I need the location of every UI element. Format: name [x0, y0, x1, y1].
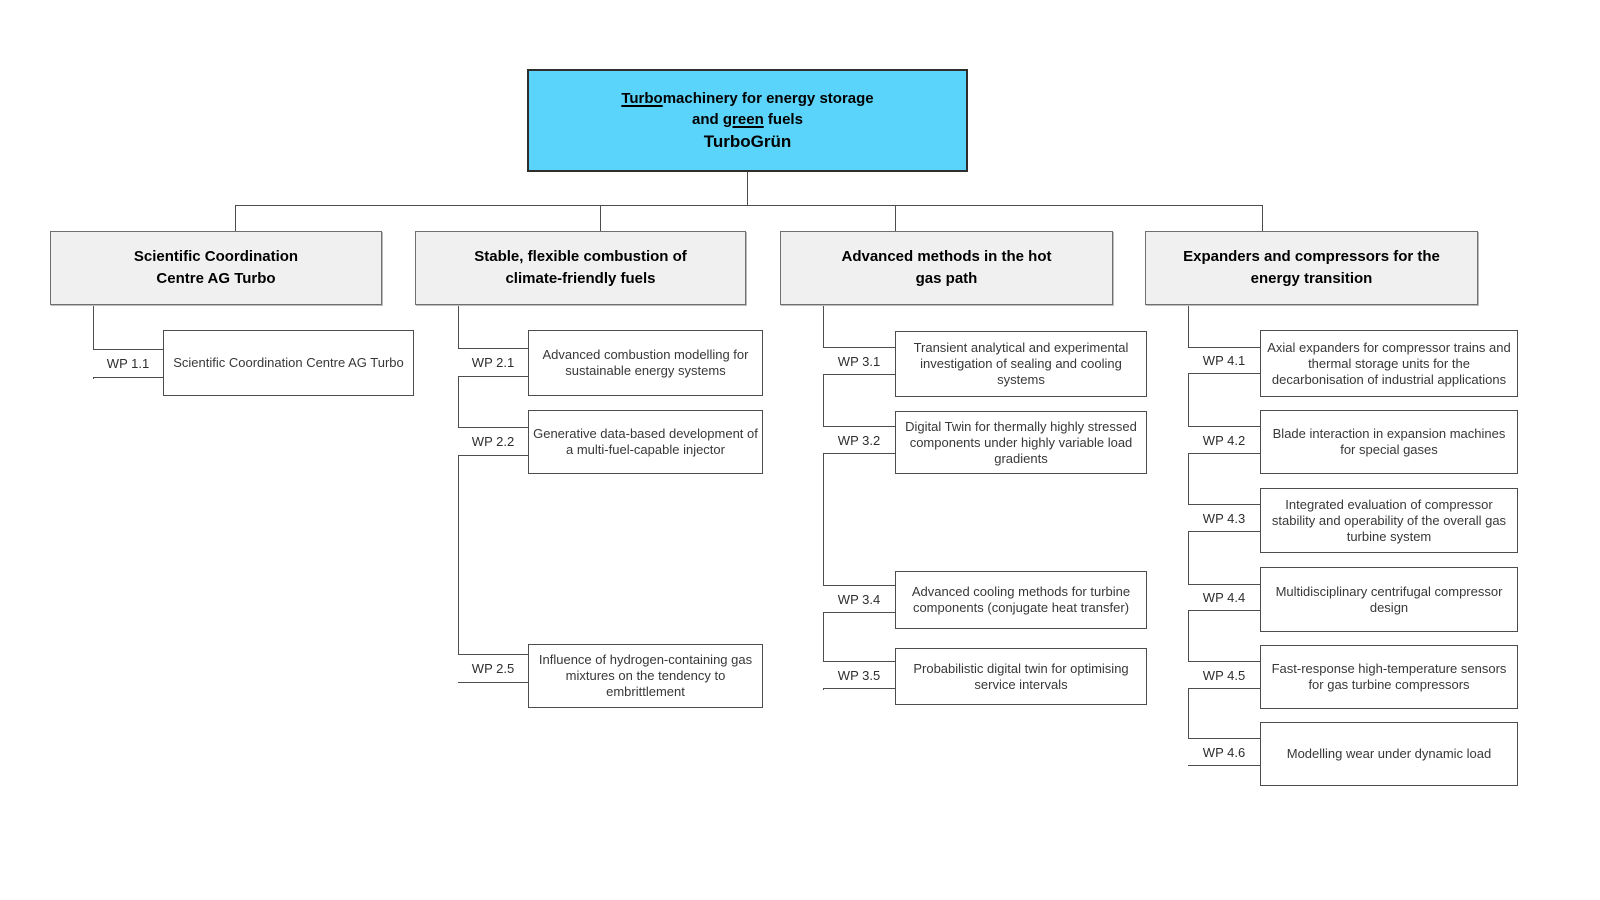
branch-header-hot-gas-path: Advanced methods in the hot gas path [780, 231, 1113, 305]
root-acronym: TurboGrün [703, 131, 792, 151]
wp-tag-2-1: WP 2.1 [458, 348, 528, 377]
wp-tag-4-6: WP 4.6 [1188, 738, 1260, 766]
wp-box-4-3: Integrated evaluation of compressor stab… [1260, 488, 1518, 553]
branch-header-scientific-coordination: Scientific Coordination Centre AG Turbo [50, 231, 382, 305]
root-title-underlined-turbo: Turbo [621, 89, 663, 107]
wp-box-3-4: Advanced cooling methods for turbine com… [895, 571, 1147, 629]
trunk-branch-4 [1188, 305, 1189, 766]
connector-drop-branch-3 [895, 205, 896, 232]
wp-tag-4-1: WP 4.1 [1188, 347, 1260, 374]
wp-tag-4-4: WP 4.4 [1188, 584, 1260, 611]
branch-header-expanders-compressors: Expanders and compressors for the energy… [1145, 231, 1478, 305]
connector-drop-branch-4 [1262, 205, 1263, 232]
root-node: Turbomachinery for energy storage and gr… [527, 69, 968, 172]
connector-horizontal [235, 205, 1263, 206]
wp-box-3-1: Transient analytical and experimental in… [895, 331, 1147, 397]
wp-tag-1-1: WP 1.1 [93, 349, 163, 378]
wp-tag-3-4: WP 3.4 [823, 585, 895, 613]
branch-header-combustion: Stable, flexible combustion of climate-f… [415, 231, 746, 305]
wp-box-4-4: Multidisciplinary centrifugal compressor… [1260, 567, 1518, 632]
wp-tag-2-5: WP 2.5 [458, 654, 528, 683]
root-title-line-2-pre: and [692, 110, 723, 128]
trunk-branch-2 [458, 305, 459, 683]
wp-tag-3-1: WP 3.1 [823, 347, 895, 375]
trunk-branch-1 [93, 305, 94, 379]
wp-box-4-5: Fast-response high-temperature sensors f… [1260, 645, 1518, 709]
wp-box-2-2: Generative data-based development of a m… [528, 410, 763, 474]
trunk-branch-3 [823, 305, 824, 690]
root-title-line-1: Turbomachinery for energy storage [621, 88, 873, 109]
connector-drop-branch-2 [600, 205, 601, 232]
wp-tag-4-5: WP 4.5 [1188, 661, 1260, 689]
wp-tag-3-2: WP 3.2 [823, 426, 895, 454]
wp-tag-3-5: WP 3.5 [823, 661, 895, 689]
connector-drop-branch-1 [235, 205, 236, 232]
wp-box-1-1: Scientific Coordination Centre AG Turbo [163, 330, 414, 396]
wp-box-3-5: Probabilistic digital twin for optimisin… [895, 648, 1147, 705]
root-title-line-2: and green fuels [692, 109, 803, 130]
wp-box-4-6: Modelling wear under dynamic load [1260, 722, 1518, 786]
root-title-underlined-green: green [722, 110, 764, 128]
wp-box-3-2: Digital Twin for thermally highly stress… [895, 411, 1147, 474]
wp-tag-2-2: WP 2.2 [458, 427, 528, 456]
connector-root-stub [747, 172, 748, 206]
wp-tag-4-3: WP 4.3 [1188, 504, 1260, 532]
root-title-line-2-post: fuels [763, 110, 803, 128]
wp-tag-4-2: WP 4.2 [1188, 426, 1260, 454]
wp-box-2-1: Advanced combustion modelling for sustai… [528, 330, 763, 396]
wp-box-4-2: Blade interaction in expansion machines … [1260, 410, 1518, 474]
wp-box-2-5: Influence of hydrogen-containing gas mix… [528, 644, 763, 708]
wp-box-4-1: Axial expanders for compressor trains an… [1260, 330, 1518, 397]
root-title-line-1-rest: machinery for energy storage [662, 89, 874, 107]
